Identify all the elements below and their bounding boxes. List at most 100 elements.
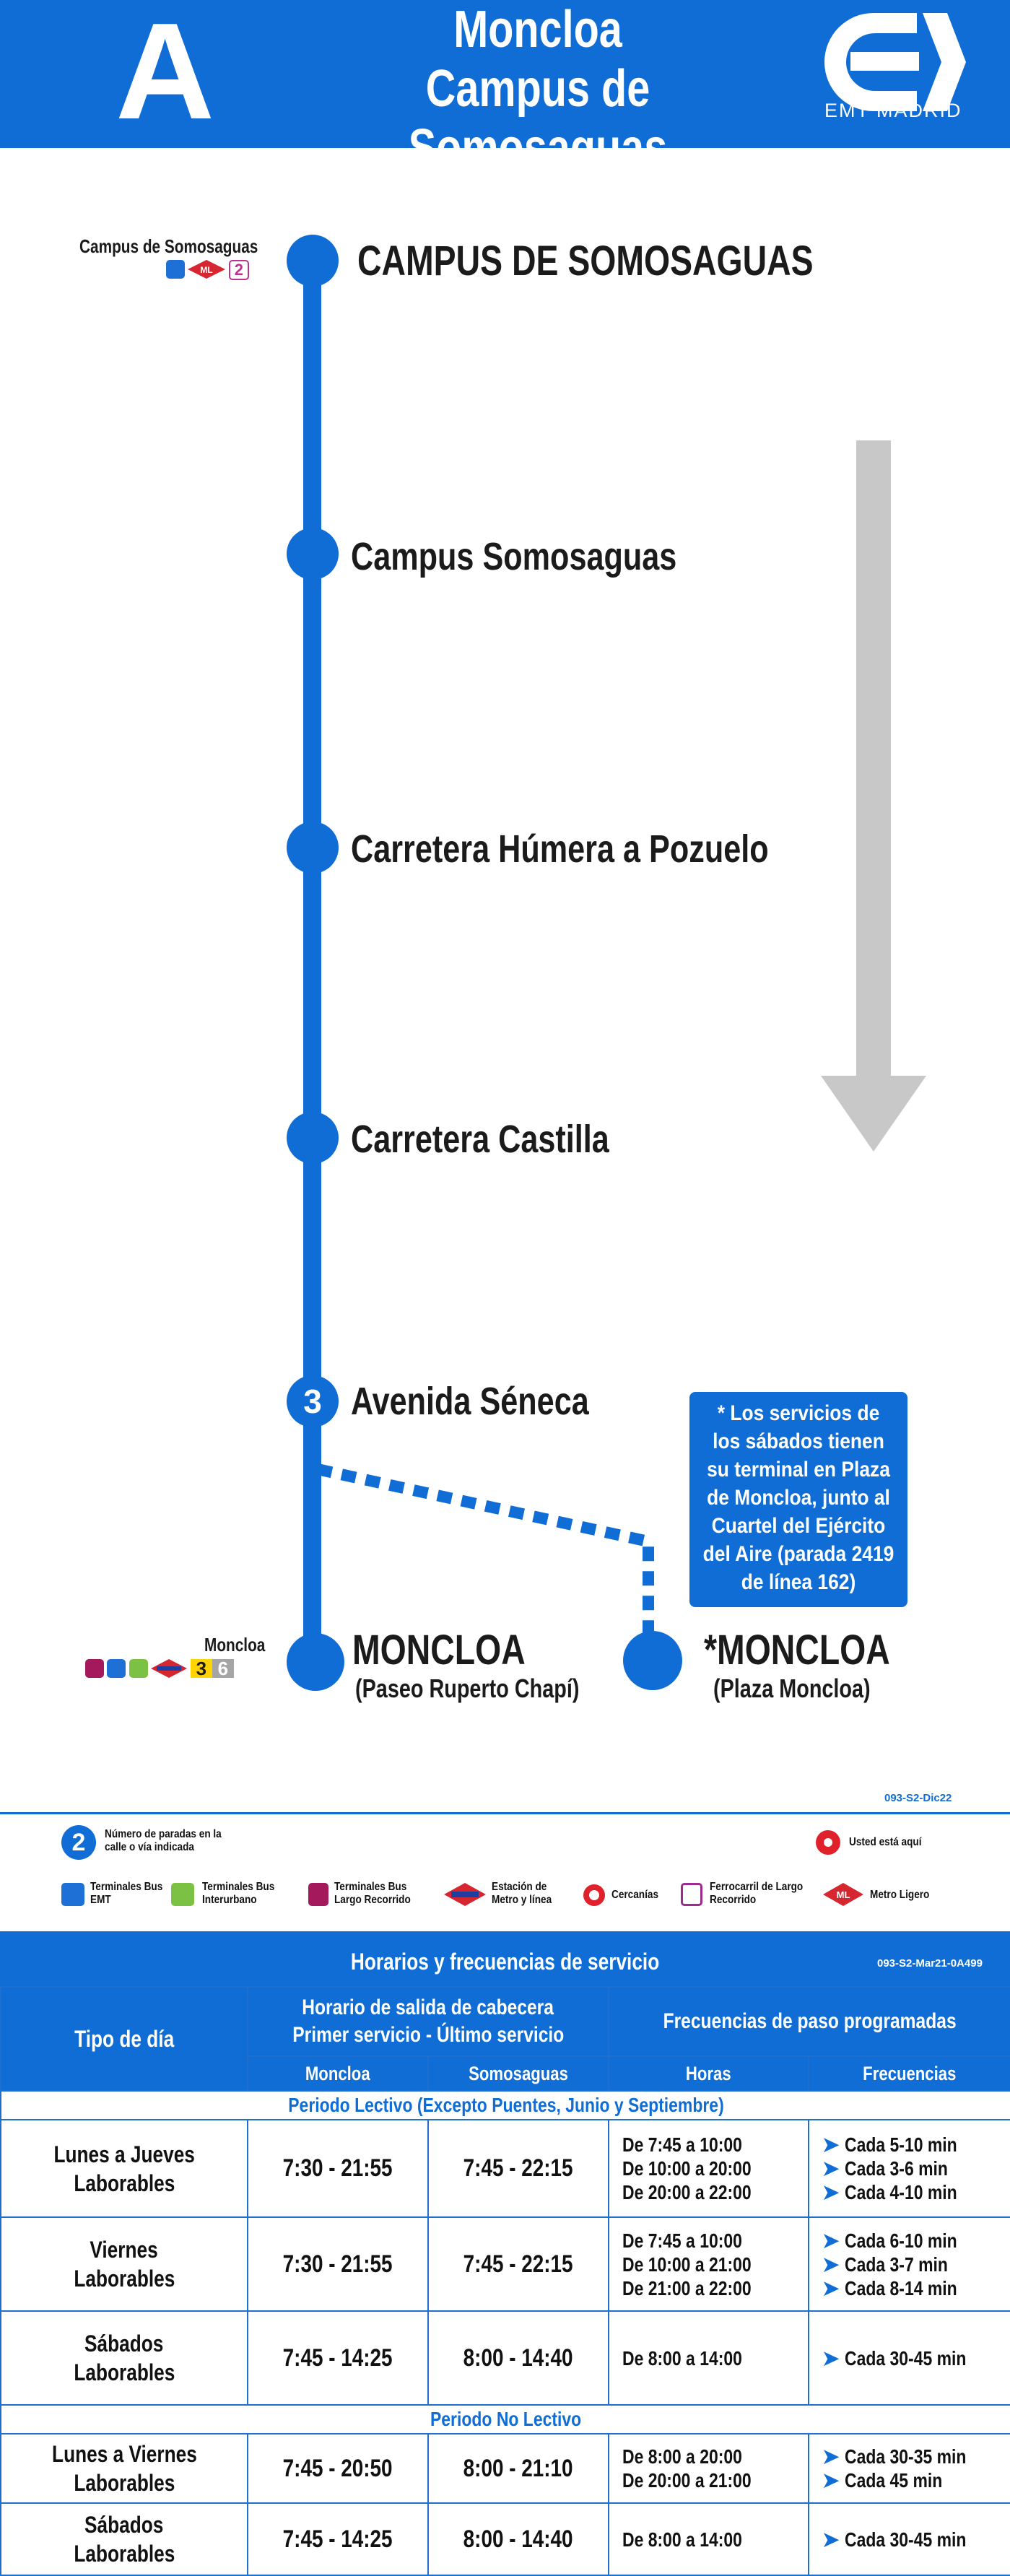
stops-count-example: 2: [61, 1825, 96, 1860]
frequency-cell: ➤ Cada 5-10 min➤ Cada 3-6 min➤ Cada 4-10…: [807, 2119, 1010, 2218]
terminal-marker: [287, 1633, 344, 1691]
down-arrow-icon: [821, 440, 926, 1152]
legend-label: Cercanías: [611, 1889, 659, 1901]
operator-name: EMT MADRID: [824, 100, 962, 121]
metro-ligero-icon: ML: [188, 260, 226, 279]
frequency-cell: ➤ Cada 30-45 min: [807, 2310, 1010, 2406]
metro-icon: [444, 1883, 486, 1906]
line-letter: A: [116, 0, 215, 148]
legend-label: Metro Ligero: [870, 1889, 930, 1901]
col-moncloa: Moncloa: [247, 2055, 429, 2092]
frequency-cell: ➤ Cada 30-35 min➤ Cada 45 min: [807, 2433, 1010, 2504]
stop-name: Campus Somosaguas: [351, 535, 677, 578]
arrow-icon: ➤: [822, 2276, 840, 2299]
metro-line-3: 3: [190, 1659, 212, 1678]
campus-connections: ML 2: [166, 260, 249, 282]
hours-cell: De 7:45 a 10:00De 10:00 a 20:00De 20:00 …: [608, 2119, 809, 2218]
legend-label: Terminales Bus Largo Recorrido: [334, 1881, 411, 1906]
route-line: [303, 260, 321, 1664]
stops-count-legend: Número de paradas en la calle o vía indi…: [105, 1828, 222, 1853]
metro-ligero-line: 2: [228, 260, 249, 280]
metro-ligero-icon: ML: [823, 1883, 863, 1906]
legend-label: Ferrocarril de Largo Recorrido: [710, 1881, 804, 1906]
route-title: Moncloa Campus de Somosaguas: [274, 0, 801, 178]
legend-divider: [0, 1812, 1010, 1814]
stop-marker: [287, 822, 339, 874]
arrow-icon: ➤: [822, 2181, 840, 2203]
saturday-note: * Los servicios de los sábados tienen su…: [689, 1392, 907, 1607]
schedule-title: Horarios y frecuencias de servicio: [350, 1949, 660, 1975]
hours-cell: De 7:45 a 10:00De 10:00 a 21:00De 21:00 …: [608, 2216, 809, 2312]
emt-bus-icon: [61, 1883, 84, 1906]
route-title-line2: Campus de Somosaguas: [408, 60, 668, 177]
schedule-grid: Tipo de día Horario de salida de cabecer…: [0, 1986, 1010, 2576]
moncloa-times-cell: 7:45 - 14:25: [247, 2310, 429, 2406]
arrow-icon: ➤: [822, 2469, 840, 2492]
schedule-code: 093-S2-Mar21-0A499: [877, 1957, 983, 1970]
stop-name: Carretera Húmera a Pozuelo: [351, 827, 769, 871]
alt-terminal-subname: (Plaza Moncloa): [713, 1674, 871, 1703]
schedule-table: Horarios y frecuencias de servicio 093-S…: [0, 1931, 1010, 2576]
stop-name: CAMPUS DE SOMOSAGUAS: [357, 238, 814, 284]
moncloa-times-cell: 7:45 - 14:25: [247, 2502, 429, 2576]
somosaguas-times-cell: 7:45 - 22:15: [427, 2119, 609, 2218]
arrow-icon: ➤: [822, 2346, 840, 2370]
arrow-icon: ➤: [822, 2253, 840, 2276]
hours-cell: De 8:00 a 14:00: [608, 2502, 809, 2576]
long-distance-bus-icon: [308, 1883, 328, 1906]
somosaguas-times-cell: 8:00 - 14:40: [427, 2310, 609, 2406]
emt-logo-icon: [824, 12, 966, 111]
schedule-body: Periodo Lectivo (Excepto Puentes, Junio …: [0, 2090, 1010, 2576]
stop-subname: (Paseo Ruperto Chapí): [355, 1674, 580, 1703]
terminal-marker: [623, 1631, 682, 1690]
somosaguas-times-cell: 8:00 - 14:40: [427, 2502, 609, 2576]
interurban-bus-icon: [171, 1883, 194, 1906]
legend-code: 093-S2-Dic22: [884, 1792, 952, 1804]
somosaguas-times-cell: 7:45 - 22:15: [427, 2216, 609, 2312]
legend-label: Terminales Bus EMT: [90, 1881, 163, 1906]
stop-marker: [287, 528, 339, 580]
long-distance-bus-icon: [85, 1659, 104, 1678]
metro-icon: [151, 1659, 188, 1678]
stop-name: MONCLOA: [352, 1627, 526, 1674]
header-bar: A Moncloa Campus de Somosaguas EMT MADRI…: [0, 0, 1010, 177]
period-title: Periodo Lectivo (Excepto Puentes, Junio …: [0, 2090, 1010, 2120]
cercanias-icon: [583, 1884, 605, 1906]
you-are-here-label: Usted está aquí: [849, 1836, 922, 1848]
arrow-icon: ➤: [822, 2157, 840, 2180]
you-are-here-icon: [816, 1830, 840, 1855]
moncloa-times-cell: 7:30 - 21:55: [247, 2216, 429, 2312]
legend-label: Terminales Bus Interurbano: [202, 1881, 275, 1906]
metro-line-6: 6: [212, 1659, 234, 1678]
moncloa-times-cell: 7:45 - 20:50: [247, 2433, 429, 2504]
svg-text:ML: ML: [837, 1889, 850, 1900]
stop-marker: [287, 235, 339, 287]
legend-icons-row: Terminales Bus EMT Terminales Bus Interu…: [61, 1879, 1000, 1915]
legend-label: Estación de Metro y línea: [492, 1881, 552, 1906]
col-day-header: Tipo de día: [0, 1986, 248, 2092]
col-hours: Horas: [608, 2055, 809, 2092]
svg-text:ML: ML: [201, 265, 213, 275]
arrow-icon: ➤: [822, 2445, 840, 2468]
frequency-cell: ➤ Cada 30-45 min: [807, 2502, 1010, 2576]
arrow-icon: ➤: [822, 2528, 840, 2551]
frequency-cell: ➤ Cada 6-10 min➤ Cada 3-7 min➤ Cada 8-14…: [807, 2216, 1010, 2312]
hours-cell: De 8:00 a 14:00: [608, 2310, 809, 2406]
stop-name: Carretera Castilla: [351, 1118, 609, 1161]
schedule-title-bar: Horarios y frecuencias de servicio 093-S…: [0, 1931, 1010, 1986]
stop-count-badge: 3: [287, 1375, 339, 1427]
arrow-icon: ➤: [822, 2229, 840, 2252]
moncloa-times-cell: 7:30 - 21:55: [247, 2119, 429, 2218]
somosaguas-times-cell: 8:00 - 21:10: [427, 2433, 609, 2504]
